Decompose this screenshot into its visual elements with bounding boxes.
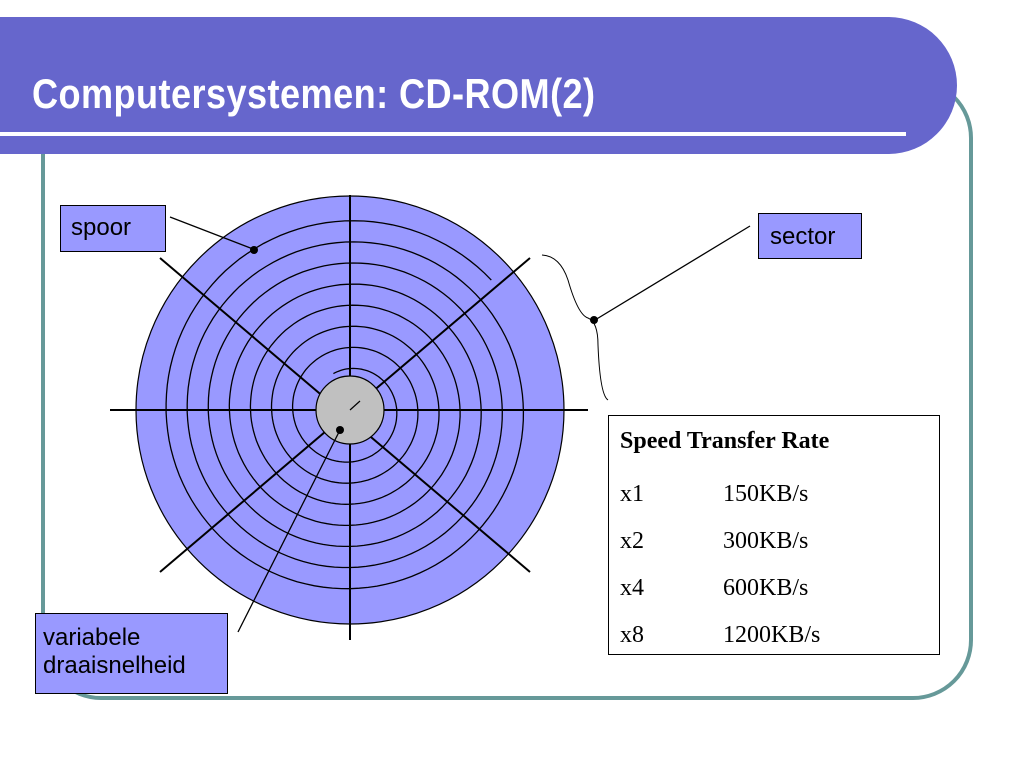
- speed-pointer-dot: [336, 426, 344, 434]
- spoor-pointer-line: [169, 216, 254, 250]
- rate-cell: 1200KB/s: [723, 622, 821, 648]
- speed-table-header: Speed Transfer Rate: [620, 428, 830, 454]
- sector-label: sector: [758, 213, 862, 259]
- table-row: x4 600KB/s: [620, 575, 808, 605]
- track-spiral-path: [165, 220, 525, 590]
- speed-cell: x1: [620, 481, 644, 507]
- speed-cell: x8: [620, 622, 644, 648]
- title-bar: [0, 17, 957, 154]
- slide-title: Computersystemen: CD-ROM(2): [32, 70, 596, 117]
- table-row: x2 300KB/s: [620, 528, 808, 558]
- variable-speed-label: variabele draaisnelheid: [35, 613, 228, 694]
- rate-cell: 300KB/s: [723, 528, 809, 554]
- spoor-label: spoor: [60, 205, 166, 252]
- table-row: x8 1200KB/s: [620, 622, 820, 652]
- title-underline: [0, 132, 906, 136]
- speed-cell: x2: [620, 528, 644, 554]
- speed-pointer-line: [237, 429, 341, 633]
- sector-pointer-dot: [590, 316, 598, 324]
- sector-pointer-line: [594, 225, 751, 321]
- spoor-label-text: spoor: [71, 214, 132, 241]
- variable-speed-line1: variabele: [43, 624, 141, 651]
- sector-label-text: sector: [770, 223, 836, 250]
- track-spiral: [165, 220, 525, 590]
- spoor-pointer-dot: [250, 246, 258, 254]
- table-row: x1 150KB/s: [620, 481, 808, 511]
- speed-cell: x4: [620, 575, 644, 601]
- rate-cell: 600KB/s: [723, 575, 809, 601]
- sector-brace: [541, 254, 609, 401]
- rate-cell: 150KB/s: [723, 481, 809, 507]
- hub-crossing: [349, 400, 361, 411]
- variable-speed-line2: draaisnelheid: [43, 651, 186, 679]
